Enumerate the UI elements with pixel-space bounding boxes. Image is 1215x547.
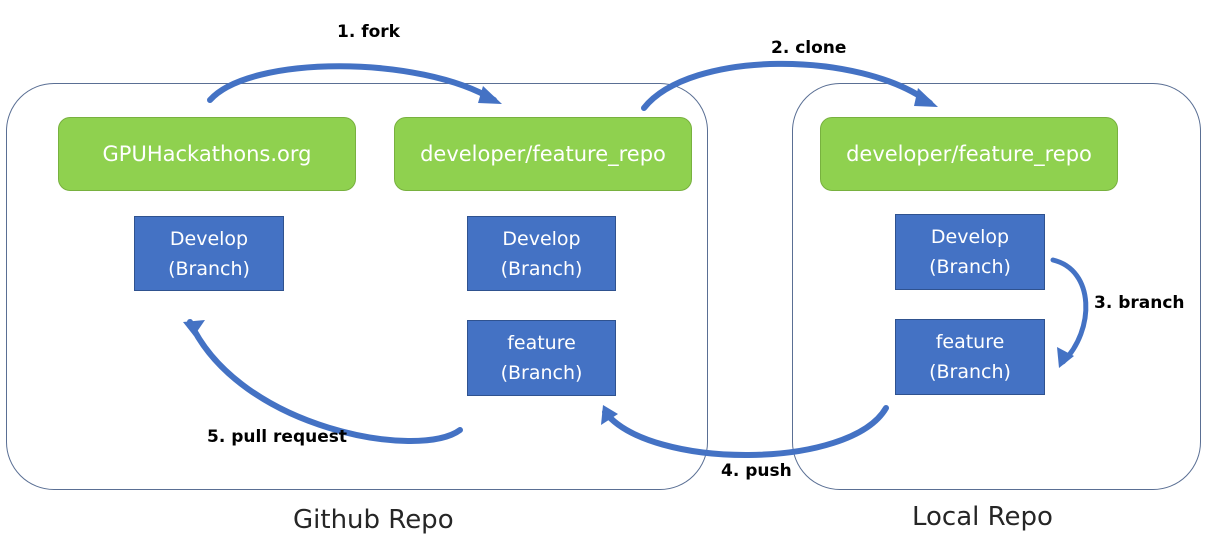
pull-request-arrow: [187, 319, 463, 444]
step-pull-request-label: 5. pull request: [207, 427, 348, 447]
local-repo-label: Local Repo: [912, 502, 1053, 532]
step-push-label: 4. push: [721, 461, 792, 481]
fork-feature-branch: feature (Branch): [467, 320, 616, 396]
branch-name: feature: [507, 332, 576, 354]
branch-type: (Branch): [929, 361, 1011, 383]
branch-arrow: [1050, 257, 1089, 365]
fork-repo-name: developer/feature_repo: [420, 142, 666, 166]
local-repo-name: developer/feature_repo: [846, 142, 1092, 166]
push-arrow: [602, 405, 889, 458]
step-fork-label: 1. fork: [337, 22, 400, 42]
clone-arrow-head: [914, 88, 938, 107]
branch-name: Develop: [930, 226, 1010, 248]
branch-type: (Branch): [168, 257, 250, 280]
branch-arrow-head: [1057, 347, 1074, 368]
github-repo-label: Github Repo: [293, 505, 454, 535]
branch-name: Develop: [169, 227, 249, 250]
upstream-repo-name: GPUHackathons.org: [102, 142, 312, 166]
local-repo-frame: [792, 83, 1201, 490]
local-develop-branch: Develop (Branch): [895, 214, 1045, 290]
fork-arrow-head: [478, 86, 502, 104]
local-feature-branch: feature (Branch): [895, 319, 1045, 395]
branch-name: Develop: [502, 227, 581, 250]
github-repo-frame: [6, 83, 708, 490]
step-branch-label: 3. branch: [1094, 293, 1185, 313]
fork-develop-branch: Develop (Branch): [467, 216, 616, 291]
pull-request-arrow-head: [183, 320, 205, 336]
upstream-develop-branch: Develop (Branch): [134, 216, 284, 291]
clone-arrow: [641, 60, 933, 111]
fork-arrow: [207, 63, 497, 103]
branch-type: (Branch): [929, 256, 1011, 278]
branch-name: feature: [935, 331, 1005, 353]
branch-type: (Branch): [500, 362, 583, 384]
upstream-repo-box: GPUHackathons.org: [58, 117, 356, 191]
branch-type: (Branch): [500, 257, 583, 280]
step-clone-label: 2. clone: [771, 38, 847, 58]
local-repo-box: developer/feature_repo: [820, 117, 1118, 191]
push-arrow-head: [601, 405, 618, 425]
fork-repo-box: developer/feature_repo: [394, 117, 692, 191]
